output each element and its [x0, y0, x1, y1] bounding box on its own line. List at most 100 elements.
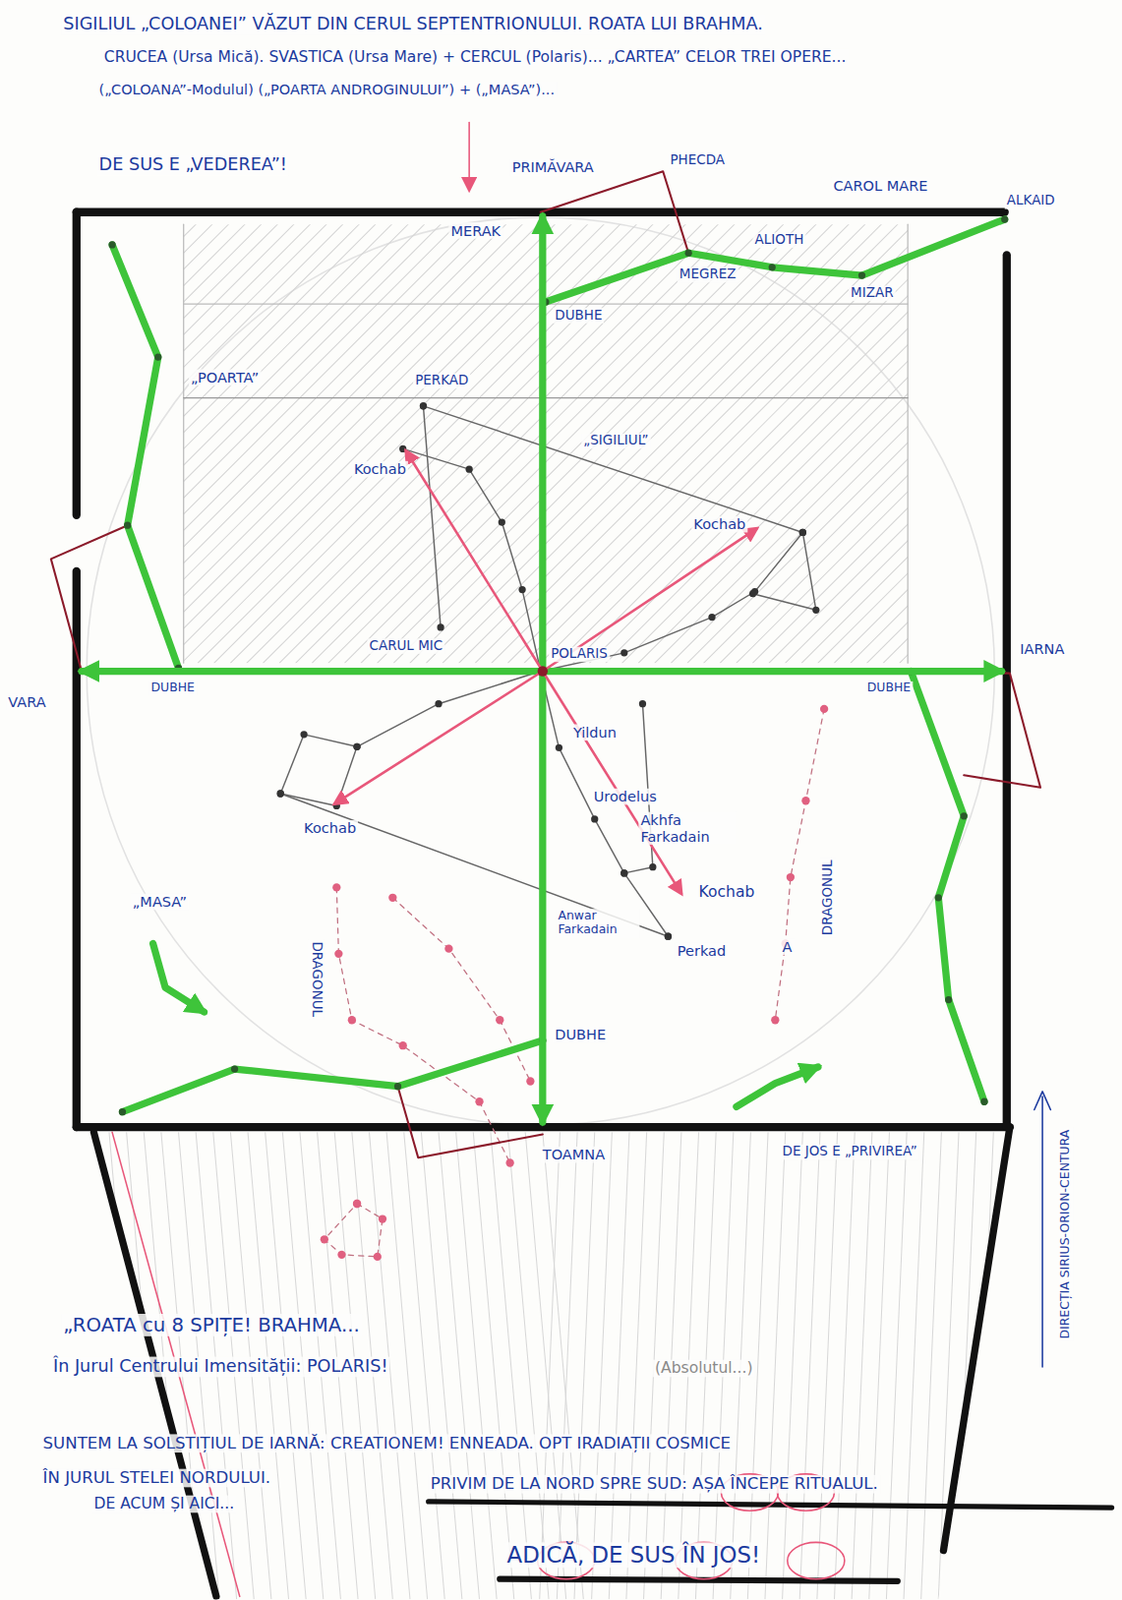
star-dot	[664, 933, 672, 941]
hatch-line	[654, 224, 908, 663]
dragon-star	[320, 1235, 329, 1243]
hatch-line	[386, 1131, 427, 1599]
hatch-line	[704, 224, 908, 663]
star-dot	[749, 590, 757, 597]
star-label: PHECDA	[667, 153, 727, 169]
dragon-star	[388, 893, 397, 902]
hatch-line	[311, 224, 751, 663]
star-dot	[419, 402, 427, 410]
star-label: Kochab	[696, 883, 757, 901]
star-label: „ROATA cu 8 SPIȚE! BRAHMA...	[60, 1313, 362, 1337]
hatch-line	[404, 1131, 445, 1599]
star-label: POLARIS	[548, 647, 610, 662]
star-dot	[685, 249, 693, 257]
hatch-line	[377, 224, 817, 663]
star-label: DIRECȚIA SIRIUS-ORION-CENTURA	[1059, 1127, 1073, 1342]
dragon-star	[801, 796, 810, 805]
hatch-line	[438, 1131, 479, 1599]
ray-arrow	[334, 671, 543, 805]
star-label: DE SUS E „VEDEREA”!	[97, 155, 290, 176]
ray-arrow	[542, 528, 758, 671]
hatch-line	[818, 224, 908, 663]
star-dot	[108, 240, 116, 248]
star-dot	[649, 863, 656, 871]
dragon-star	[526, 1076, 534, 1085]
star-dot	[812, 606, 820, 614]
star-dot	[858, 271, 866, 279]
hatch-line	[490, 1131, 532, 1599]
hatch-line	[799, 1131, 821, 1599]
star-label: MEGREZ	[677, 267, 739, 283]
hatch-line	[420, 1131, 462, 1599]
hatch-line	[491, 224, 908, 663]
dragon-star	[353, 1199, 361, 1208]
hatch-line	[921, 1131, 943, 1599]
star-dot	[639, 700, 647, 708]
star-dot	[768, 263, 776, 271]
star-label: VARA	[5, 693, 49, 710]
star-label: MERAK	[448, 222, 503, 239]
hatch-line	[472, 1131, 514, 1599]
star-label: Yildun	[571, 723, 619, 741]
hatch-line	[263, 224, 703, 663]
star-label: „MASA”	[130, 893, 189, 911]
star-dot	[518, 586, 526, 593]
hatch-line	[833, 224, 908, 663]
star-label: TOAMNA	[540, 1146, 607, 1164]
big-dipper	[112, 244, 178, 668]
star-dot	[436, 623, 444, 631]
star-dot	[277, 789, 285, 797]
hatch-line	[183, 224, 262, 663]
hatch-line	[591, 1131, 613, 1599]
star-dot	[123, 522, 131, 530]
dragon-star	[820, 705, 828, 713]
star-label: PRIVIM DE LA NORD SPRE SUD: AȘA ÎNCEPE R…	[428, 1475, 881, 1494]
hatch-line	[246, 224, 686, 663]
big-dipper	[121, 1040, 542, 1113]
star-dot	[708, 613, 715, 621]
hatch-line	[539, 1131, 561, 1599]
star-label: IARNA	[1017, 640, 1066, 657]
dragon-line	[336, 886, 510, 1163]
hatch-line	[456, 1131, 497, 1599]
hatch-line	[608, 1131, 630, 1599]
dragon-star	[337, 1250, 346, 1259]
star-dot	[231, 1064, 238, 1072]
hatch-line	[736, 224, 908, 663]
star-label: ALIOTH	[753, 232, 807, 247]
hatch-line	[442, 224, 882, 663]
cross-arm	[538, 216, 546, 672]
hatch-line	[183, 224, 589, 663]
star-dot	[664, 933, 672, 941]
dragon-line	[774, 708, 825, 1020]
star-dot	[980, 1098, 988, 1106]
star-label: DRAGONUL	[308, 939, 324, 1019]
dragon-star	[353, 1199, 361, 1208]
direction-arrow	[1041, 1096, 1044, 1367]
hatch-line	[768, 224, 908, 663]
dragon-star	[770, 1015, 779, 1024]
star-label: ALKAID	[1004, 193, 1058, 209]
star-label: SUNTEM LA SOLSTIȚIUL DE IARNĂ: CREATIONE…	[40, 1433, 733, 1453]
star-label: Kochab	[352, 461, 409, 478]
dragon-star	[334, 949, 343, 958]
hatch-line	[183, 224, 621, 663]
dragon-star	[474, 1097, 483, 1106]
dragon-line	[324, 1203, 383, 1257]
star-label: ÎN JURUL STELEI NORDULUI.	[40, 1469, 273, 1488]
star-dot	[1001, 215, 1008, 223]
star-label: Kochab	[691, 516, 748, 533]
star-label: DUBHE	[865, 681, 914, 696]
hatch-line	[183, 224, 425, 663]
circle-mark	[787, 1541, 845, 1579]
pencil-line	[907, 224, 909, 663]
hatch-line	[574, 1131, 595, 1599]
star-label: În Jurul Centrului Imensității: POLARIS!	[51, 1357, 391, 1377]
dipper-bowl	[51, 525, 128, 671]
asterism-line	[280, 671, 541, 807]
star-dot	[944, 996, 952, 1004]
hatch-line	[508, 224, 909, 663]
hatch-line	[869, 1131, 890, 1599]
hatch-line	[230, 224, 669, 663]
hatch-line	[687, 224, 908, 663]
